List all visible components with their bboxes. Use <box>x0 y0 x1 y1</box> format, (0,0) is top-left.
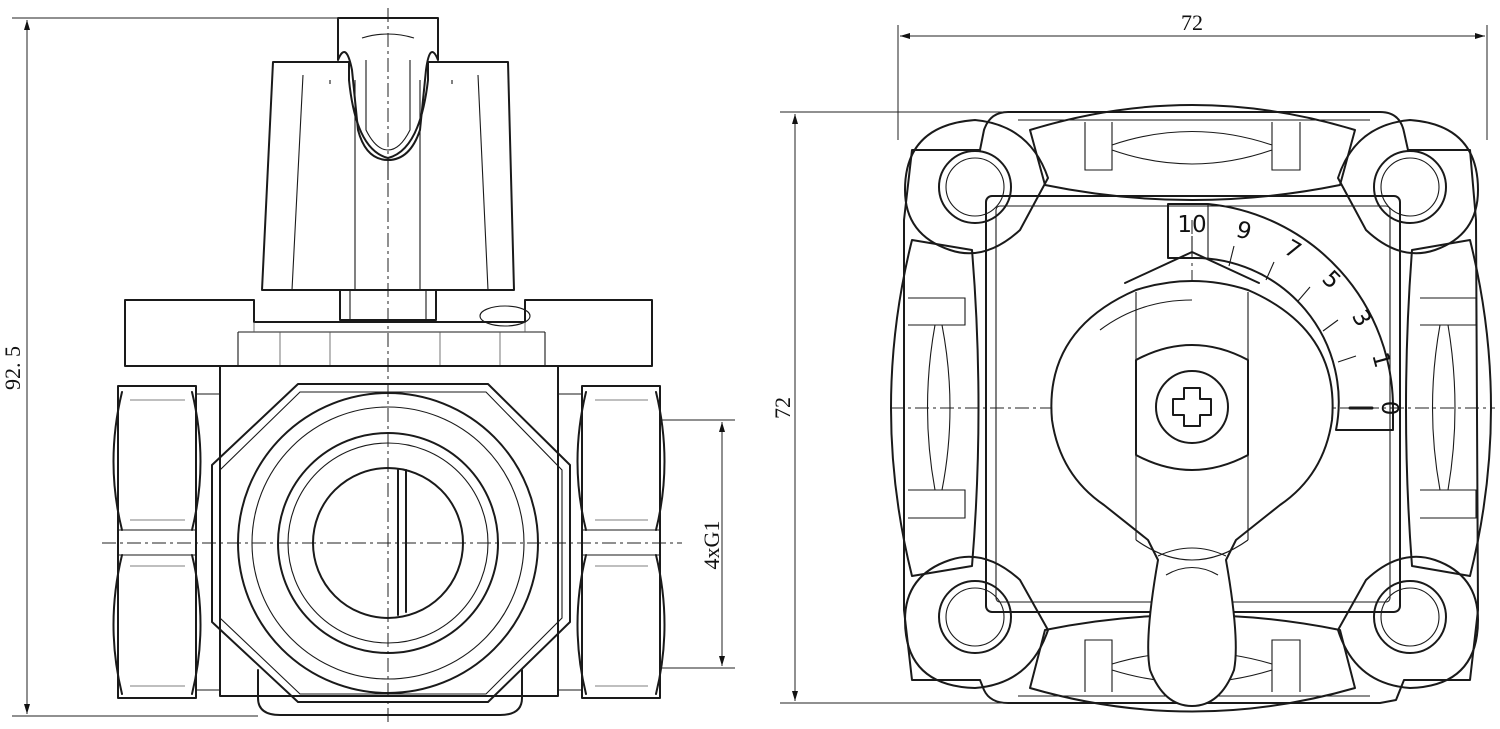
right-height-label: 72 <box>770 397 795 419</box>
handle-top-view <box>1050 280 1334 707</box>
top-nut-south <box>1029 614 1356 713</box>
scale-mark-9: 9 <box>1233 217 1254 246</box>
corner-boss-top-right <box>1337 119 1479 255</box>
corner-boss-top-left <box>904 119 1049 255</box>
valve-body <box>211 365 571 716</box>
top-view: 10 9 7 5 3 1 0 72 <box>770 10 1495 713</box>
left-side-nut <box>112 385 221 699</box>
scale-mark-10: 10 <box>1177 212 1206 238</box>
front-view: 92. 5 4xG1 <box>0 8 735 722</box>
handle-knob <box>261 17 515 291</box>
scale-mark-3: 3 <box>1346 306 1376 332</box>
scale-ticks <box>1191 236 1374 410</box>
dimension-right-height: 72 <box>770 111 1008 704</box>
top-nut-east <box>1405 239 1492 577</box>
scale-mark-7: 7 <box>1280 235 1306 265</box>
scale-mark-0: 0 <box>1376 401 1402 416</box>
scale-plate <box>1167 203 1394 431</box>
top-width-label: 72 <box>1181 10 1203 35</box>
thread-spec-label: 4xG1 <box>699 521 724 570</box>
overall-height-label: 92. 5 <box>0 346 25 390</box>
stem-neck <box>339 289 531 327</box>
top-nut-north <box>1029 104 1356 201</box>
scale-mark-1: 1 <box>1366 350 1395 371</box>
dimension-top-width: 72 <box>897 10 1488 140</box>
corner-boss-bottom-right <box>1337 555 1479 689</box>
dimension-thread: 4xG1 <box>662 419 735 669</box>
right-side-nut <box>558 385 666 699</box>
dimension-overall-height: 92. 5 <box>0 17 340 717</box>
top-nut-west <box>890 239 980 577</box>
scale-pointer <box>1124 251 1260 284</box>
scale-mark-5: 5 <box>1317 266 1346 295</box>
corner-boss-bottom-left <box>904 555 1049 689</box>
